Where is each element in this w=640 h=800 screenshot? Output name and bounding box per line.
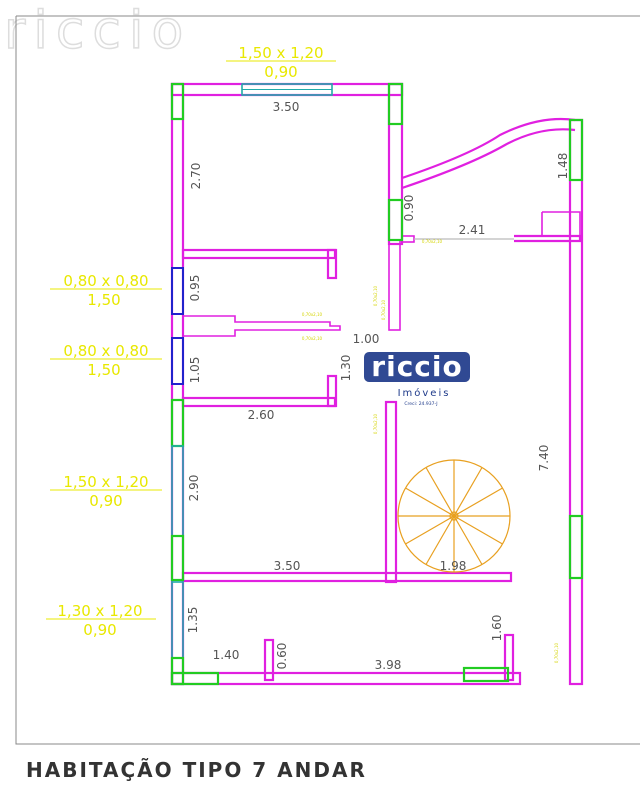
dim-3-98: 3.98 xyxy=(375,658,402,672)
dim-1-35: 1.35 xyxy=(186,607,200,634)
dim-1-40: 1.40 xyxy=(213,648,240,662)
stair-step xyxy=(453,515,503,545)
logo-text: riccio xyxy=(371,350,462,383)
dim-2-60: 2.60 xyxy=(248,408,275,422)
dim-1-48: 1.48 xyxy=(556,153,570,180)
door-label: 0,70x2,10 xyxy=(373,285,378,306)
window-size-label: 1,50 x 1,20 xyxy=(238,44,323,62)
window-size-label: 1,50 x 1,20 xyxy=(63,473,148,491)
riccio-logo: riccio Imóveis Creci: 24.937-J xyxy=(364,350,470,407)
dim-2-70: 2.70 xyxy=(189,163,203,190)
dim-0-60: 0.60 xyxy=(275,643,289,670)
walls xyxy=(170,82,584,686)
window-sill-label: 0,90 xyxy=(89,492,122,510)
dim-0-90: 0.90 xyxy=(402,195,416,222)
logo-subtitle: Imóveis xyxy=(398,387,451,399)
dim-1-00: 1.00 xyxy=(353,332,380,346)
window-size-label: 1,30 x 1,20 xyxy=(57,602,142,620)
door-labels: 0,70x2,10 0,70x2,10 0,70x2,10 0,70x2,10 … xyxy=(302,239,559,663)
stair-step xyxy=(405,487,455,517)
window-label-left-3: 1,50 x 1,20 0,90 xyxy=(50,473,162,510)
page-title: HABITAÇÃO TIPO 7 ANDAR xyxy=(26,758,367,782)
window-label-left-2: 0,80 x 0,80 1,50 xyxy=(50,342,162,379)
window-size-label: 0,80 x 0,80 xyxy=(63,342,148,360)
door-label: 0,70x2,10 xyxy=(554,642,559,663)
door-label: 0,70x2,10 xyxy=(422,239,443,244)
dim-1-30: 1.30 xyxy=(339,355,353,382)
spiral-staircase xyxy=(397,459,511,573)
dim-1-05: 1.05 xyxy=(188,357,202,384)
dim-2-41: 2.41 xyxy=(459,223,486,237)
windows xyxy=(170,82,584,686)
window-label-left-1: 0,80 x 0,80 1,50 xyxy=(50,272,162,309)
door-label: 0,70x2,10 xyxy=(381,299,386,320)
window-sill-label: 1,50 xyxy=(87,361,120,379)
window-sill-label: 0,90 xyxy=(264,63,297,81)
stair-step xyxy=(425,467,455,517)
header-watermark: riccio xyxy=(4,1,191,61)
window-size-label: 0,80 x 0,80 xyxy=(63,272,148,290)
door-label: 0,70x2,10 xyxy=(373,413,378,434)
stair-step xyxy=(405,515,455,545)
dim-1-60: 1.60 xyxy=(490,615,504,642)
dim-1-98: 1.98 xyxy=(440,559,467,573)
dim-0-95: 0.95 xyxy=(188,275,202,302)
drawing-border-left xyxy=(15,16,640,745)
logo-creci: Creci: 24.937-J xyxy=(404,401,437,407)
stair-step xyxy=(453,467,483,517)
dimension-labels: 3.50 2.70 0.90 2.41 1.48 0.95 1.00 1.05 … xyxy=(186,100,570,672)
dim-3-50-top: 3.50 xyxy=(273,100,300,114)
stair-step xyxy=(453,487,503,517)
window-sill-label: 1,50 xyxy=(87,291,120,309)
dim-2-90: 2.90 xyxy=(187,475,201,502)
window-label-left-4: 1,30 x 1,20 0,90 xyxy=(46,602,156,639)
window-label-top: 1,50 x 1,20 0,90 xyxy=(226,44,336,81)
stair-step xyxy=(453,515,483,565)
dim-7-40: 7.40 xyxy=(537,445,551,472)
dim-3-50-mid: 3.50 xyxy=(274,559,301,573)
door-label: 0,70x2,10 xyxy=(302,336,323,341)
window-sill-label: 0,90 xyxy=(83,621,116,639)
stair-step xyxy=(425,515,455,565)
door-label: 0,70x2,10 xyxy=(302,312,323,317)
